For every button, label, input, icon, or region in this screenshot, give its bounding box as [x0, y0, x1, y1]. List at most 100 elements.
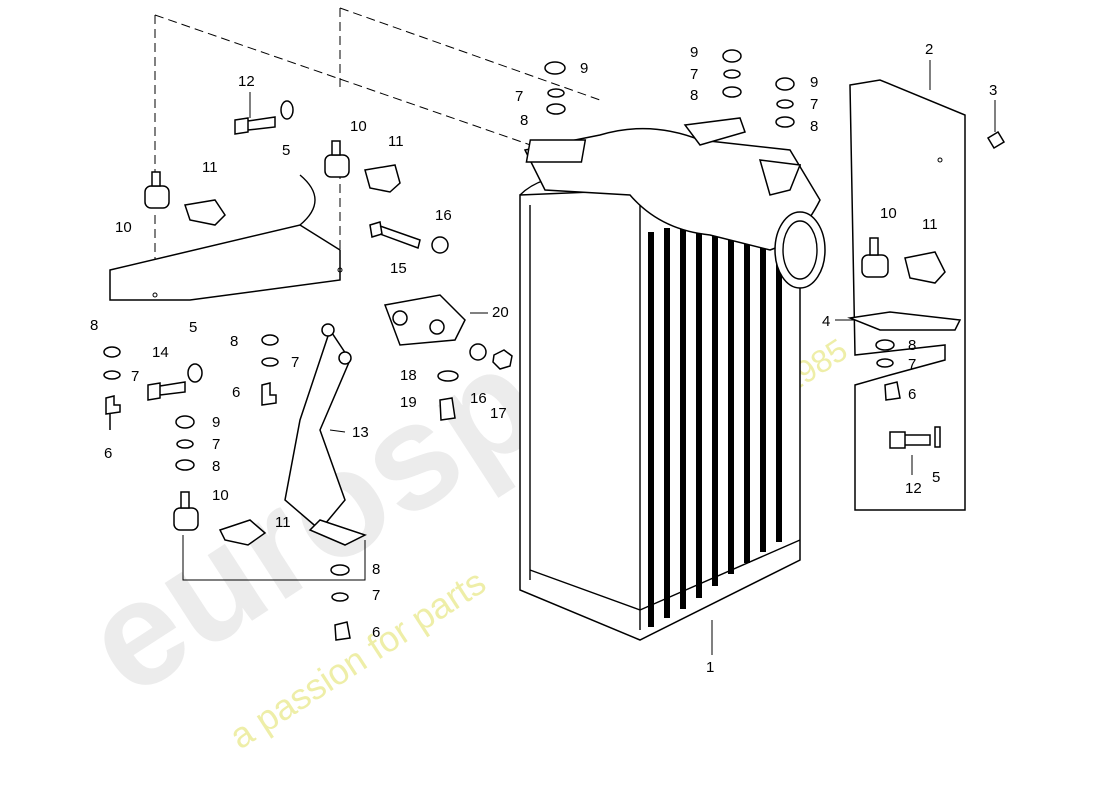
- bracket-20-body: [383, 294, 466, 346]
- washer-8[interactable]: [875, 339, 895, 351]
- callout-3: 3: [989, 82, 997, 99]
- callout-7: 7: [810, 96, 818, 113]
- washer-7[interactable]: [176, 439, 194, 449]
- washer-8[interactable]: [546, 103, 566, 115]
- support-bracket-hole: [321, 323, 335, 337]
- bolt-19[interactable]: [439, 397, 456, 421]
- dash-line-left-diagonal: [154, 14, 546, 151]
- support-bracket-13[interactable]: [284, 323, 367, 546]
- nut-9[interactable]: [544, 61, 566, 75]
- washer-16[interactable]: [431, 236, 449, 254]
- callout-8: 8: [90, 317, 98, 334]
- air-duct: [523, 117, 826, 289]
- callout-15: 15: [390, 260, 407, 277]
- callout-9: 9: [810, 74, 818, 91]
- rubber-mount[interactable]: [861, 237, 889, 278]
- left-bracket-arm: [109, 224, 341, 301]
- callout-11: 11: [202, 159, 218, 176]
- bolt-14[interactable]: [147, 381, 186, 401]
- callout-10: 10: [880, 205, 897, 222]
- rubber-mount-body: [324, 154, 350, 178]
- rubber-mount-body: [861, 254, 889, 278]
- bolt-12-right[interactable]: [889, 431, 931, 449]
- rubber-mount[interactable]: [173, 491, 199, 531]
- callout-10: 10: [115, 219, 132, 236]
- bolt-6-right[interactable]: [884, 381, 901, 401]
- washer-8[interactable]: [330, 564, 350, 576]
- rubber-mount-stud: [151, 171, 161, 187]
- washer-7[interactable]: [723, 69, 741, 79]
- intercooler-fins: [648, 200, 782, 627]
- bracket-hole: [337, 267, 343, 273]
- callout-5: 5: [932, 469, 940, 486]
- callout-8: 8: [520, 112, 528, 129]
- bolt-6-left[interactable]: [105, 395, 121, 430]
- bracket-20-hole: [392, 310, 408, 326]
- bracket-20[interactable]: [383, 294, 466, 346]
- mount-plate-4[interactable]: [847, 311, 962, 331]
- screw-3[interactable]: [986, 130, 1006, 150]
- callout-7: 7: [291, 354, 299, 371]
- fin: [696, 220, 702, 598]
- callout-8: 8: [230, 333, 238, 350]
- intercooler-bottom-tank: [639, 539, 801, 611]
- rubber-mount-stud: [180, 491, 190, 509]
- washer-8[interactable]: [261, 334, 279, 346]
- rubber-mount[interactable]: [144, 171, 170, 209]
- left-bracket[interactable]: [109, 174, 343, 301]
- clip[interactable]: [184, 199, 226, 226]
- bolt-6-center[interactable]: [261, 382, 277, 406]
- bolt-15[interactable]: [369, 221, 421, 249]
- callout-16: 16: [435, 207, 452, 224]
- intercooler-core[interactable]: [519, 164, 801, 641]
- callout-7: 7: [690, 66, 698, 83]
- washer-5-right[interactable]: [934, 426, 941, 448]
- rubber-mount[interactable]: [324, 140, 350, 178]
- washer-8[interactable]: [722, 86, 742, 98]
- callout-12: 12: [238, 73, 255, 90]
- nut-17[interactable]: [492, 349, 513, 370]
- nut-9[interactable]: [175, 415, 195, 429]
- washer-7[interactable]: [776, 99, 794, 109]
- clip[interactable]: [364, 164, 401, 193]
- washer-8[interactable]: [175, 459, 195, 471]
- clips: [184, 164, 946, 546]
- panel-hole: [937, 157, 943, 163]
- bolt-6-bottom[interactable]: [334, 621, 351, 641]
- callout-16: 16: [470, 390, 487, 407]
- clip[interactable]: [218, 519, 267, 546]
- washer-5[interactable]: [280, 100, 294, 120]
- callouts: 1 2 3 4 5 5 5 6 6 6 6 7 7 7 7 7 7 7 7 8 …: [90, 41, 997, 676]
- callout-12: 12: [905, 480, 922, 497]
- fin: [760, 204, 766, 552]
- fin: [648, 232, 654, 627]
- nut-9[interactable]: [722, 49, 742, 63]
- callout-4: 4: [822, 313, 830, 330]
- washer-7[interactable]: [261, 357, 279, 367]
- callout-5: 5: [282, 142, 290, 159]
- nut-9[interactable]: [775, 77, 795, 91]
- washer-7[interactable]: [331, 592, 349, 602]
- washer-18[interactable]: [437, 370, 459, 382]
- clip[interactable]: [904, 251, 946, 284]
- fin: [744, 208, 750, 563]
- washer-7[interactable]: [547, 88, 565, 98]
- fin: [680, 224, 686, 609]
- washer-16[interactable]: [469, 343, 487, 361]
- intercooler-bottom-edge: [529, 569, 641, 611]
- callout-8: 8: [908, 337, 916, 354]
- callout-2: 2: [925, 41, 933, 58]
- left-bracket-curve: [299, 174, 316, 226]
- washer-8[interactable]: [775, 116, 795, 128]
- washer-5[interactable]: [187, 363, 203, 383]
- duct-bracket-top: [683, 117, 746, 146]
- washer-7[interactable]: [876, 358, 894, 368]
- callout-6: 6: [908, 386, 916, 403]
- bolt-12-left[interactable]: [234, 116, 276, 135]
- washer-8[interactable]: [103, 346, 121, 358]
- washer-7[interactable]: [103, 370, 121, 380]
- rubber-mount-stud: [331, 140, 341, 156]
- rubber-mount-stud: [869, 237, 879, 256]
- duct-bracket-right: [758, 159, 802, 196]
- side-panel-2[interactable]: [849, 79, 966, 511]
